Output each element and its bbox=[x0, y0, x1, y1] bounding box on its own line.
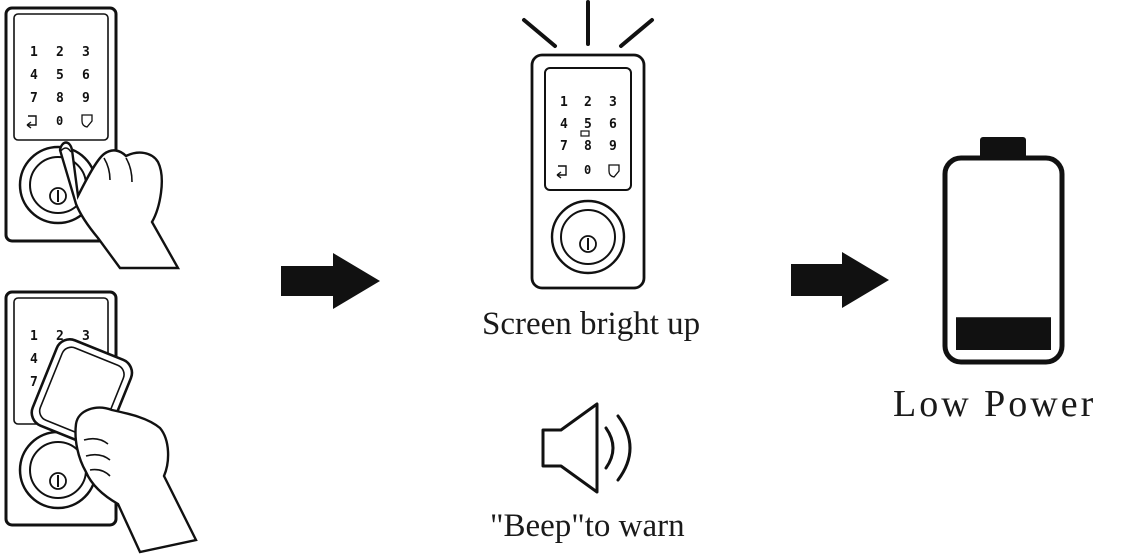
key-0: 0 bbox=[584, 163, 591, 177]
key-4: 4 bbox=[560, 117, 568, 132]
key-7: 7 bbox=[30, 375, 38, 390]
key-2: 2 bbox=[56, 45, 64, 60]
speaker-icon bbox=[541, 402, 632, 494]
key-7: 7 bbox=[560, 139, 568, 154]
key-1: 1 bbox=[30, 329, 38, 344]
right-arrow-icon bbox=[281, 253, 380, 309]
key-7: 7 bbox=[30, 91, 38, 106]
key-2: 2 bbox=[584, 95, 592, 110]
key-5: 5 bbox=[584, 117, 592, 132]
lock-keypad-touch-icon: 1 2 3 4 5 6 7 8 9 0 bbox=[4, 6, 181, 270]
key-9: 9 bbox=[609, 139, 617, 154]
lock-keypad-card-icon: 1 2 3 4 6 7 bbox=[4, 290, 198, 554]
key-5: 5 bbox=[56, 68, 64, 83]
key-4: 4 bbox=[30, 352, 38, 367]
key-1: 1 bbox=[30, 45, 38, 60]
key-8: 8 bbox=[584, 139, 592, 154]
key-4: 4 bbox=[30, 68, 38, 83]
beep-warn-label: "Beep"to warn bbox=[490, 508, 685, 544]
key-3: 3 bbox=[82, 329, 90, 344]
key-6: 6 bbox=[82, 68, 90, 83]
key-1: 1 bbox=[560, 95, 568, 110]
right-arrow-icon bbox=[791, 252, 889, 308]
battery-level bbox=[956, 317, 1051, 350]
key-3: 3 bbox=[609, 95, 617, 110]
key-0: 0 bbox=[56, 114, 63, 128]
lock-keypad-lit-icon: 1 2 3 4 5 6 7 8 9 0 bbox=[522, 0, 654, 290]
screen-bright-up-label: Screen bright up bbox=[482, 306, 701, 342]
key-6: 6 bbox=[609, 117, 617, 132]
key-9: 9 bbox=[82, 91, 90, 106]
key-3: 3 bbox=[82, 45, 90, 60]
key-2: 2 bbox=[56, 329, 64, 344]
battery-low-icon bbox=[942, 137, 1065, 365]
low-power-label: Low Power bbox=[893, 383, 1097, 425]
key-8: 8 bbox=[56, 91, 64, 106]
